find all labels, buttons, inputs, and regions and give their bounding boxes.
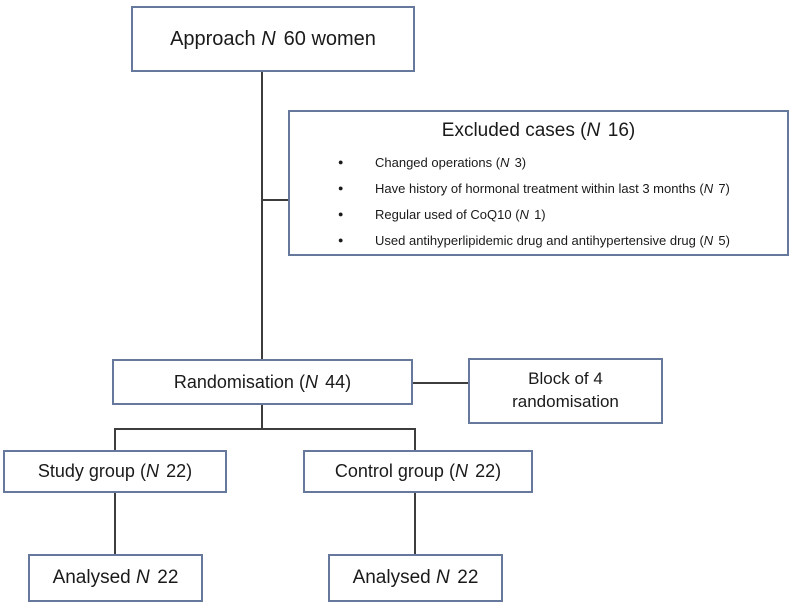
block-randomisation-label: Block of 4 randomisation [512, 368, 619, 414]
analysed-control-label: Analysed N 22 [353, 567, 479, 589]
text-segment: Used antihyperlipidemic drug and antihyp… [375, 232, 704, 248]
text-segment: Changed operations ( [375, 154, 501, 170]
study-group-box: Study group (N 22) [3, 450, 227, 493]
text-segment: Approach [170, 27, 262, 50]
n-symbol: N [136, 567, 150, 588]
block-randomisation-box: Block of 4 randomisation [468, 358, 663, 424]
connector-control-to-analysed [414, 493, 416, 554]
randomisation-label: Randomisation (N 44) [174, 372, 351, 393]
control-group-box: Control group (N 22) [303, 450, 533, 493]
excluded-item-label: Have history of hormonal treatment withi… [375, 181, 730, 196]
text-segment: 60 women [278, 27, 376, 50]
excluded-item-coq10-use: ● Regular used of CoQ10 (N 1) [290, 201, 787, 227]
text-segment: Excluded cases ( [441, 120, 587, 141]
excluded-item-label: Changed operations (N 3) [375, 155, 526, 170]
text-segment: Study group ( [37, 461, 146, 481]
text-segment: 44) [320, 371, 352, 392]
text-segment: 1) [530, 206, 546, 222]
connector-branch-horizontal [114, 428, 416, 430]
text-segment: 22 [452, 567, 479, 588]
connector-branch-right-stub [414, 429, 416, 450]
excluded-item-label: Regular used of CoQ10 (N 1) [375, 207, 546, 222]
approach-label: Approach N 60 women [170, 28, 376, 51]
text-segment: Control group ( [334, 461, 455, 481]
text-segment: randomisation [512, 392, 619, 411]
n-symbol: N [436, 567, 450, 588]
randomisation-box: Randomisation (N 44) [112, 359, 413, 405]
text-segment: 22) [161, 461, 193, 481]
text-segment: Have history of hormonal treatment withi… [375, 180, 704, 196]
excluded-item-changed-operations: ● Changed operations (N 3) [290, 149, 787, 175]
bullet-icon: ● [338, 234, 344, 245]
connector-study-to-analysed [114, 493, 116, 554]
n-symbol: N [454, 461, 468, 481]
n-symbol: N [304, 371, 318, 392]
text-segment: Analysed [52, 567, 137, 588]
control-group-label: Control group (N 22) [335, 461, 501, 482]
text-segment: 7) [714, 180, 730, 196]
text-segment: 16) [602, 120, 636, 141]
n-symbol: N [586, 120, 601, 141]
n-symbol: N [703, 232, 714, 248]
text-segment: Analysed [352, 567, 437, 588]
n-symbol: N [261, 27, 276, 50]
excluded-cases-box: Excluded cases (N 16) ● Changed operatio… [288, 110, 789, 256]
text-segment: 3) [510, 154, 527, 170]
text-segment: 22) [470, 461, 502, 481]
n-symbol: N [519, 206, 529, 222]
connector-to-block [413, 382, 468, 384]
approach-box: Approach N 60 women [131, 6, 415, 72]
analysed-study-box: Analysed N 22 [28, 554, 203, 602]
analysed-study-label: Analysed N 22 [53, 567, 179, 589]
excluded-item-hormonal-treatment: ● Have history of hormonal treatment wit… [290, 175, 787, 201]
excluded-cases-title: Excluded cases (N 16) [290, 119, 787, 142]
text-segment: Block of 4 [528, 369, 603, 389]
study-group-label: Study group (N 22) [38, 461, 192, 482]
n-symbol: N [703, 180, 714, 196]
n-symbol: N [145, 461, 159, 481]
excluded-item-label: Used antihyperlipidemic drug and antihyp… [375, 233, 730, 248]
excluded-item-drug-use: ● Used antihyperlipidemic drug and antih… [290, 227, 787, 253]
text-segment: Regular used of CoQ10 ( [375, 206, 520, 222]
connector-to-excluded [262, 199, 288, 201]
bullet-icon: ● [338, 182, 344, 193]
n-symbol: N [500, 154, 510, 170]
bullet-icon: ● [338, 156, 344, 167]
text-segment: 22 [152, 567, 179, 588]
connector-approach-to-randomisation [261, 72, 263, 359]
bullet-icon: ● [338, 208, 344, 219]
analysed-control-box: Analysed N 22 [328, 554, 503, 602]
connector-randomisation-down [261, 405, 263, 429]
text-segment: Randomisation ( [173, 371, 305, 392]
connector-branch-left-stub [114, 429, 116, 450]
text-segment: 5) [714, 232, 730, 248]
